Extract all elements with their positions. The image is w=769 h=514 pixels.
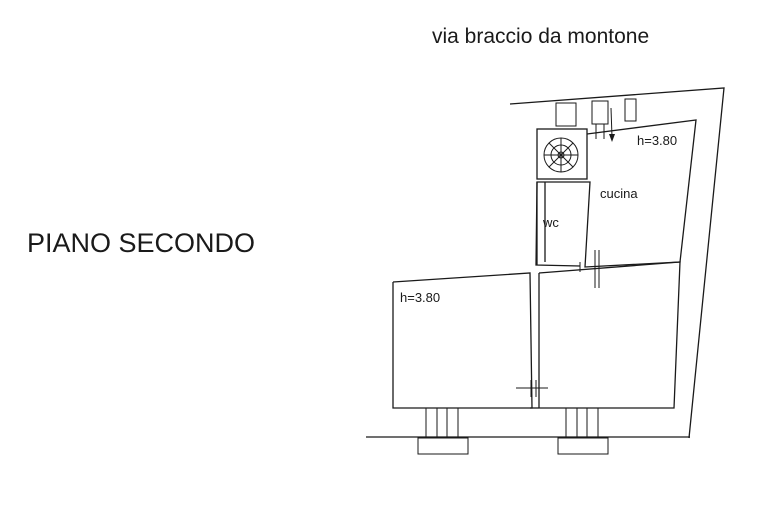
bottom-openings	[417, 407, 609, 455]
room-height-left: h=3.80	[400, 290, 440, 305]
room-height-top: h=3.80	[637, 133, 677, 148]
lower-rooms	[392, 250, 681, 409]
outer-boundary	[366, 87, 725, 439]
floor-title: PIANO SECONDO	[27, 228, 255, 258]
stairwell	[536, 128, 588, 180]
room-label-wc: wc	[542, 215, 559, 230]
upper-rooms	[535, 119, 697, 268]
street-label: via braccio da montone	[432, 25, 649, 48]
room-label-kitchen: cucina	[600, 186, 638, 201]
top-openings	[555, 98, 637, 142]
